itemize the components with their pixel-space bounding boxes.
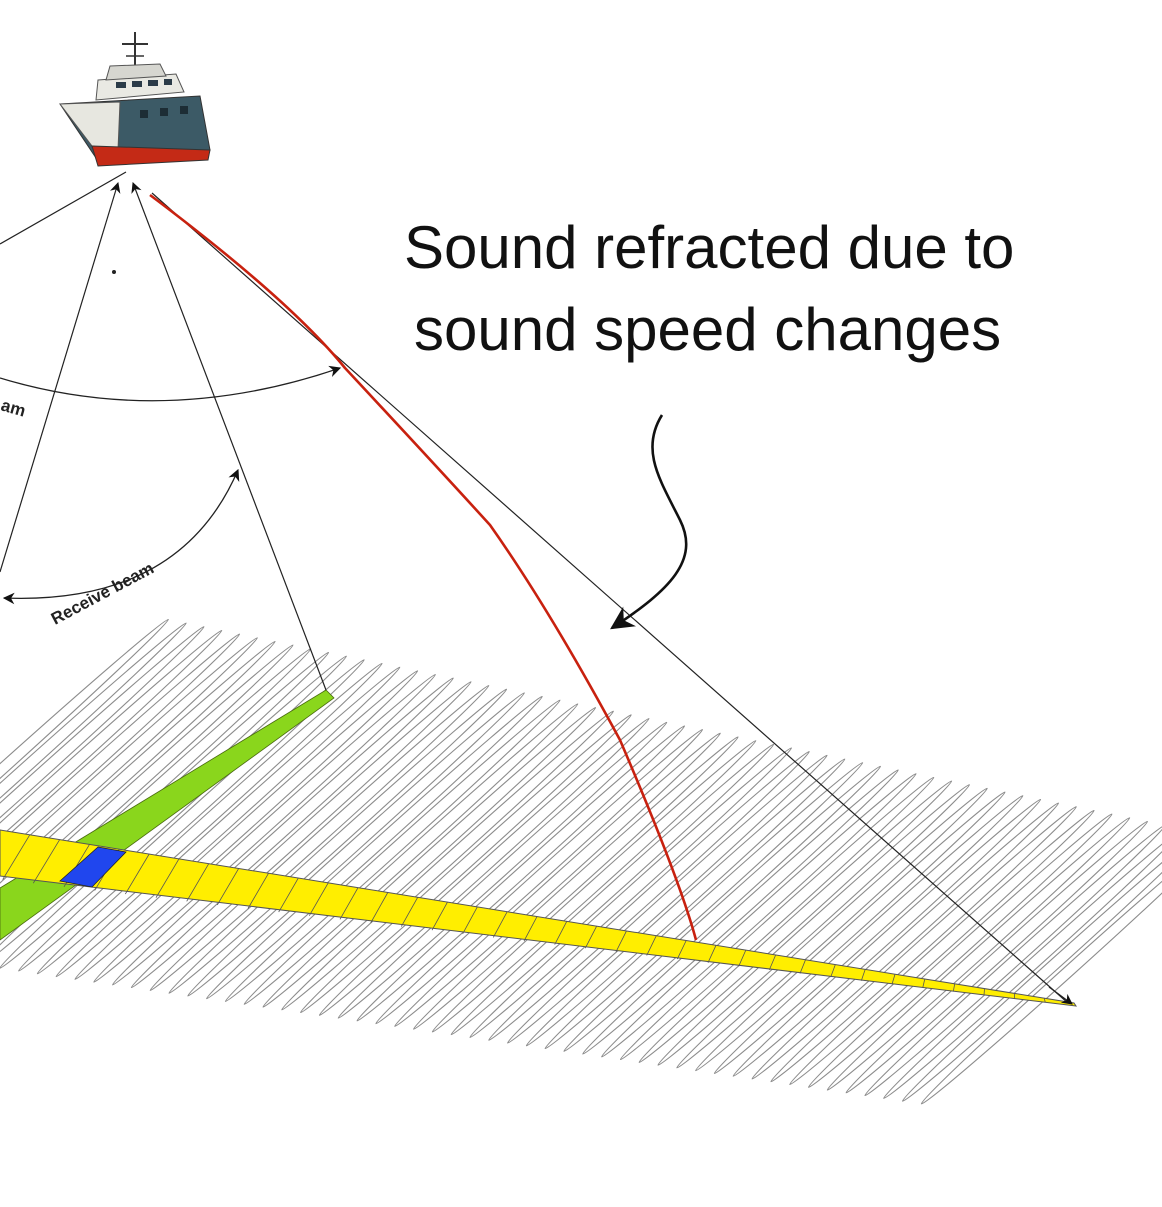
swath-lobe [278,707,617,1014]
swath-lobe [654,781,973,1070]
swath-lobe [692,788,1009,1075]
swath-lobe [147,681,493,994]
callout-arrow [612,415,686,628]
swath-lobe [730,795,1045,1080]
swath-lobe [541,759,866,1053]
swath-lobe [824,814,1134,1094]
footprint-cell-divider [984,989,985,996]
swath-lobe [805,810,1116,1091]
swath-lobe [748,799,1062,1083]
swath-lobe [711,792,1027,1078]
swath-lobe [184,689,528,1000]
swath-lobe [899,828,1162,1105]
receive-beam-line-left [0,183,118,572]
receive-beam-line-right [133,183,326,690]
swath-lobe [767,803,1080,1086]
outer-beam-line-left [0,172,126,244]
transmit-beam-label: am [0,396,28,421]
receive-beam-label: Receive beam [48,559,157,629]
swath-lobe [504,751,831,1047]
callout-line-1: Sound refracted due to [404,214,1014,281]
swath-lobe [842,817,1151,1096]
swath-lobe [560,762,884,1055]
beam-origin-dot [112,270,116,274]
swath-lobe [259,704,599,1012]
transmit-beam-footprint [0,830,1076,1006]
swath-lobe [861,821,1162,1100]
swath-lobe [128,678,475,992]
swath-lobe [165,685,510,997]
swath-lobe [786,806,1098,1088]
swath-lobe [673,784,991,1072]
swath-lobe [880,825,1162,1103]
swath-lobe [617,773,938,1063]
survey-ship-icon [60,32,210,166]
swath-lobe [636,777,956,1066]
transmit-beam-arc [0,368,340,401]
callout-line-2: sound speed changes [414,296,1001,363]
swath-lobe [241,700,582,1008]
